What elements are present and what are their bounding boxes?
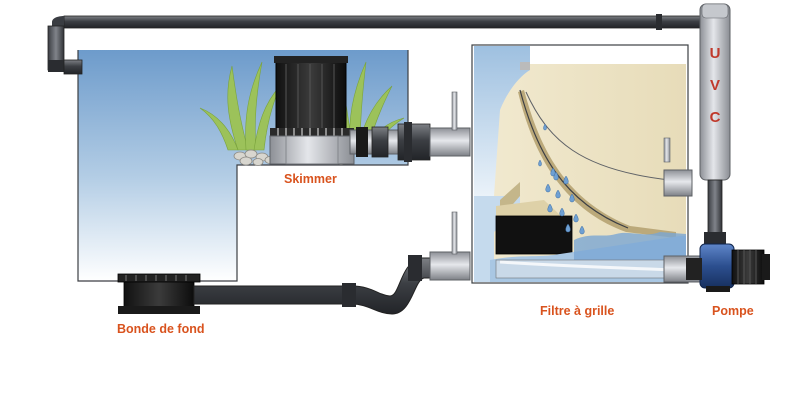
skimmer-outlet-pipe: [349, 91, 471, 162]
filter-side-fittings: [663, 137, 705, 283]
drain-pipe: [193, 211, 471, 315]
label-bottom-drain: Bonde de fond: [117, 322, 205, 336]
uvc-lamp: [699, 3, 731, 237]
return-pipe: [47, 14, 705, 75]
bottom-drain: [117, 273, 201, 314]
label-skimmer: Skimmer: [284, 172, 337, 186]
uvc-text: U V C: [710, 45, 721, 126]
label-grid-filter: Filtre à grille: [540, 304, 615, 318]
uvc-letter: C: [710, 109, 721, 126]
water-drops: [538, 123, 585, 235]
uvc-letter: V: [710, 77, 720, 94]
grid-filter: [471, 44, 689, 284]
uvc-letter: U: [710, 45, 721, 62]
skimmer-unit: [269, 56, 355, 165]
pump-motor: [686, 232, 770, 292]
label-pump: Pompe: [712, 304, 754, 318]
